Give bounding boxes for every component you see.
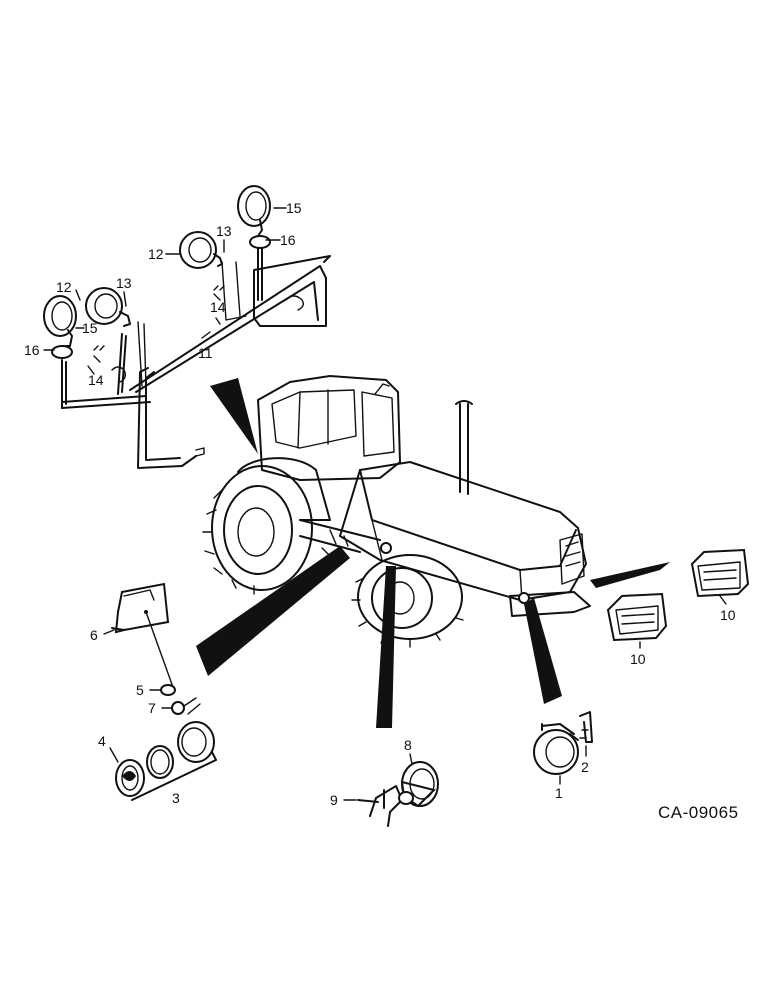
callout-4: 4: [98, 733, 106, 749]
headlamp-rectangular-upper: [690, 548, 750, 598]
tractor-hood: [299, 400, 591, 617]
callout-10-lower: 10: [630, 651, 646, 667]
side-lamp-assembly: [357, 761, 439, 827]
light-mount-front: [518, 592, 530, 604]
rear-wheel: [202, 465, 313, 595]
pointer-wedges: [196, 378, 670, 728]
roof-lamp-right-outer: [237, 185, 271, 249]
rear-fender: [237, 457, 331, 521]
callout-8: 8: [404, 737, 412, 753]
callout-10-upper: 10: [720, 607, 736, 623]
callout-15-left: 15: [82, 320, 98, 336]
callout-2: 2: [581, 759, 589, 775]
pointer-wedge-flood: [196, 546, 350, 676]
callout-11: 11: [198, 345, 213, 361]
pointer-wedge-mid: [376, 566, 396, 728]
pointer-wedge-head: [590, 562, 670, 588]
lamp-nut: [160, 684, 176, 696]
roof-harness: [61, 245, 331, 469]
roof-lamp-left-outer: [43, 295, 77, 359]
callout-16-left: 16: [24, 342, 40, 358]
callout-5: 5: [136, 682, 144, 698]
tractor-cab: [257, 375, 401, 481]
pointer-wedge-front: [524, 598, 562, 704]
callout-16-right: 16: [280, 232, 296, 248]
leader-lines: [43, 207, 727, 801]
callout-14-right: 14: [210, 299, 226, 315]
lamp-bracket: [114, 582, 170, 634]
light-mount-mid: [380, 542, 392, 554]
pointer-wedge-cab: [210, 378, 258, 454]
callout-9: 9: [330, 792, 338, 808]
callout-1: 1: [555, 785, 563, 801]
callout-3: 3: [172, 790, 180, 806]
headlamp-rectangular-lower: [606, 592, 668, 642]
roof-lamp-left-inner: [85, 287, 131, 327]
callout-15-right: 15: [286, 200, 302, 216]
drawing-number: CA-09065: [658, 803, 739, 822]
flood-lamp-assembly: [111, 582, 217, 801]
callout-12-right: 12: [148, 246, 164, 262]
light-mount-side: [321, 547, 333, 561]
front-lamp-assembly: [533, 711, 593, 775]
callout-6: 6: [90, 627, 98, 643]
tractor-illustration: [202, 375, 591, 648]
lamp-housing: [177, 721, 215, 763]
callout-12-left: 12: [56, 279, 72, 295]
callout-7: 7: [148, 700, 156, 716]
callout-13-right: 13: [216, 223, 232, 239]
lamp-grommet: [171, 701, 185, 715]
callout-13-left: 13: [116, 275, 132, 291]
callout-14-left: 14: [88, 372, 104, 388]
roof-lamp-right-inner: [179, 231, 223, 269]
